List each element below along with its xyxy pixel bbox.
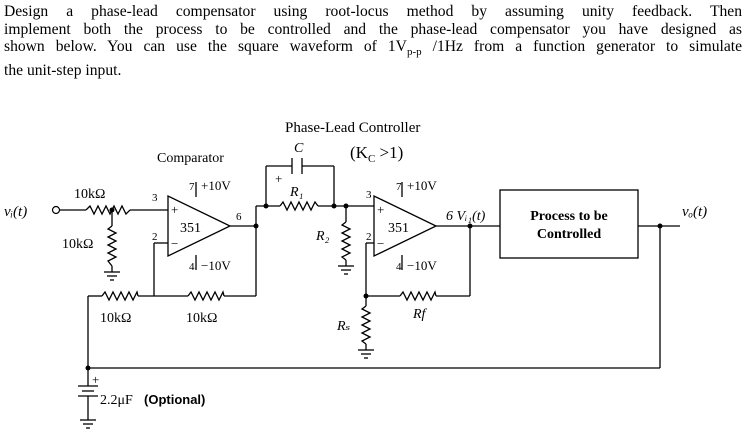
lead-pin7: 7 [396,181,402,193]
r-input-top [85,204,131,216]
lead-vplus-label: +10V [407,178,437,193]
optional-cap-value: 2.2μF [100,393,133,408]
lead-opamp [373,194,438,258]
lead-pin2: 2 [366,231,372,243]
comparator-minus: − [171,236,178,251]
lead-gain-condition: (KC >1) [350,143,403,165]
comparator-pin7: 7 [189,181,195,193]
lead-pin4: 4 [396,261,402,273]
input-terminal [51,205,61,215]
lead-plus: + [377,202,384,217]
lead-gain-subscript: C [368,153,375,165]
ground-symbol-r2 [338,265,354,275]
problem-statement: Design a phase-lead compensator using ro… [4,3,742,79]
vi1-label: 6 Vᵢ₁(t) [446,209,486,224]
comparator-title: Comparator [157,151,224,166]
r-feedback-left-label: 10kΩ [100,311,131,326]
problem-line-3: shown below. You can use the square wave… [4,38,742,62]
comparator-output-node [253,223,259,229]
comparator-pin2: 2 [152,231,158,243]
lead-cap-plus: + [275,171,282,186]
rf-label: Rf [412,307,428,322]
r-input-bottom-label: 10kΩ [62,237,93,252]
comparator-plus: + [171,202,178,217]
rs-node [363,293,369,299]
input-node [109,207,115,213]
lead-gain-condition-end: >1) [375,143,403,162]
comparator-pin6: 6 [236,211,242,223]
r-input-top-label: 10kΩ [74,187,105,202]
problem-line-3-start: shown below. You can use the square wave… [4,38,407,55]
optional-cap-note: (Optional) [144,392,205,407]
resistor-r1 [279,200,319,212]
ground-symbol-input [104,271,120,281]
resistor-rf [399,290,437,302]
process-label-line2: Controlled [537,227,602,242]
comparator-pin4: 4 [189,261,195,273]
r2-node [343,203,349,209]
comparator-opamp-label: 351 [180,221,201,236]
comparator-vplus-label: +10V [201,178,231,193]
problem-line-3-end: /1Hz from a function generator to simula… [421,38,743,55]
comparator-vminus-label: −10V [201,258,231,273]
lead-cap-label: C [294,141,304,156]
resistor-r2 [340,221,352,261]
r-feedback-right [187,290,225,302]
lead-output-node [467,223,473,229]
lead-pin3: 3 [366,189,372,201]
lead-opamp-label: 351 [388,221,409,236]
peak-to-peak-subscript: p-p [406,46,422,59]
comparator-opamp [167,194,232,258]
r1-label: R₁ [289,185,303,200]
ground-symbol-rs [358,349,374,359]
lead-gain-condition-start: (K [350,143,369,162]
lead-vminus-label: −10V [407,258,437,273]
r-input-bottom [106,225,118,267]
problem-line-2: implement both the process to be control… [4,20,742,38]
process-label-line1: Process to be [530,209,608,224]
lead-cap-node-left [263,203,269,209]
problem-line-4: the unit-step input. [4,61,122,79]
r2-label: R₂ [315,229,330,244]
r-feedback-right-label: 10kΩ [186,311,217,326]
lead-cap-node-right [331,203,337,209]
feedback-node [85,365,91,371]
capacitor-c [291,158,303,174]
output-node [657,223,663,229]
lead-title: Phase-Lead Controller [285,120,420,136]
lead-minus: − [377,236,384,251]
vo-label: vₒ(t) [682,204,707,220]
r-feedback-left [101,290,139,302]
resistor-rs [360,305,372,345]
ground-symbol-cap [78,385,98,429]
problem-line-1: Design a phase-lead compensator using ro… [4,3,742,20]
comparator-pin3: 3 [152,192,158,204]
vi-label: vᵢ(t) [4,204,27,220]
optional-cap-plus: + [92,372,99,387]
process-block [499,189,639,259]
rs-label: Rₛ [336,319,351,334]
